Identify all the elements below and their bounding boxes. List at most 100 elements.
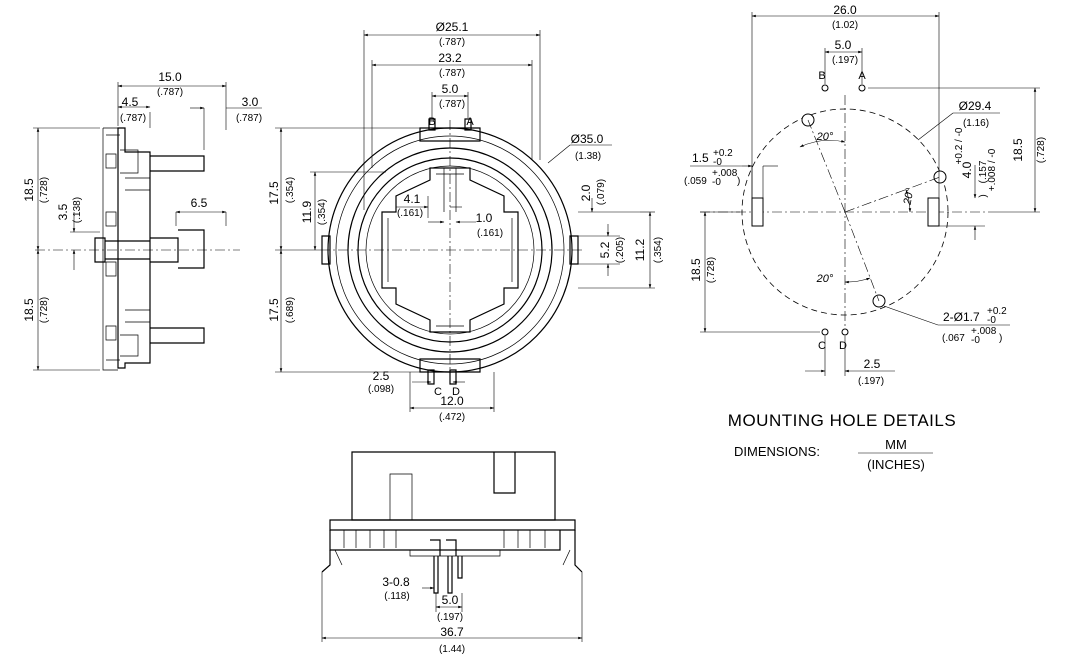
mounting-angle-bottom: 20° — [816, 273, 834, 285]
side-dim-upper-mm: 18.5 — [22, 178, 36, 202]
front-dim-52-in: (.205) — [615, 237, 626, 263]
mounting-dim-slot-close: ) — [978, 194, 989, 197]
legend-numerator: MM — [885, 437, 907, 452]
mounting-slot-right — [927, 197, 940, 227]
mounting-dim-right-in: (.728) — [1036, 137, 1047, 163]
bottom-dim-total-in: (1.44) — [439, 644, 465, 655]
side-view-shaft — [94, 229, 205, 269]
legend-denominator: (INCHES) — [867, 457, 925, 472]
mounting-dim-cd-in: (.197) — [858, 376, 884, 387]
front-dim-119-mm: 11.9 — [300, 200, 314, 223]
mounting-dim-right-mm: 18.5 — [1011, 138, 1025, 162]
front-dim-dia-in: (.787) — [439, 37, 465, 48]
bottom-dim-pitch-mm: 5.0 — [442, 593, 459, 607]
side-view: 15.0 (.787) 4.5 (.787) 3.0 (.787) 18.5 (… — [22, 70, 262, 371]
side-dim-shaft-mm: 6.5 — [191, 196, 208, 210]
front-dim-bottom-in: (.689) — [285, 297, 296, 323]
front-dim-outer-mm: Ø35.0 — [571, 132, 604, 146]
front-dim-41-in: (.161) — [397, 208, 423, 219]
side-dim-pin-offset-mm: 3.5 — [56, 203, 70, 220]
front-dim-inner-mm: 23.2 — [438, 51, 462, 65]
side-dim-lower-mm: 18.5 — [22, 298, 36, 322]
mounting-dim-slot-w-in: (.059 — [684, 176, 707, 187]
front-dim-52-mm: 5.2 — [598, 241, 612, 258]
front-pin-d: D — [452, 386, 460, 398]
mounting-pin-b: B — [818, 70, 825, 82]
mounting-dim-circle-in: (1.16) — [963, 118, 989, 129]
mounting-angle-top: 20° — [816, 131, 834, 143]
mounting-slot-left — [751, 197, 764, 227]
front-dim-41-mm: 4.1 — [404, 192, 421, 206]
mounting-dim-cd-mm: 2.5 — [864, 357, 881, 371]
front-dim-dia-mm: Ø25.1 — [436, 20, 469, 34]
front-dim-outer-in: (1.38) — [575, 151, 601, 162]
front-dim-ab-mm: 5.0 — [442, 82, 459, 96]
mounting-pin-c: C — [818, 340, 826, 352]
bottom-dim-pitch-in: (.197) — [437, 612, 463, 623]
front-dim-20-mm: 2.0 — [579, 184, 593, 201]
side-dim-upper-in: (.728) — [39, 177, 50, 203]
mounting-dim-hole-mm: 2-Ø1.7 — [943, 310, 980, 324]
front-pin-c: C — [434, 386, 442, 398]
side-view-body — [117, 127, 151, 369]
mounting-dim-slot-tol-mm: +0.2 / -0 — [954, 127, 965, 164]
legend-label: DIMENSIONS: — [734, 444, 820, 459]
mounting-dim-ab-mm: 5.0 — [835, 38, 852, 52]
bottom-view: 3-0.8 (.118) 5.0 (.197) 36.7 (1.44) — [321, 451, 583, 655]
mounting-dim-slot-w-tol-up: +0.2 — [713, 148, 733, 159]
side-dim-right-mm: 3.0 — [242, 95, 259, 109]
mounting-dim-slot-w-tol-dn: -0 — [713, 157, 722, 168]
front-dim-120-in: (.472) — [439, 412, 465, 423]
front-dim-inner-in: (.787) — [439, 68, 465, 79]
side-dim-right-in: (.787) — [236, 113, 262, 124]
front-dim-112-in: (.354) — [653, 237, 664, 263]
front-dim-25-mm: 2.5 — [373, 369, 390, 383]
side-dim-width-in: (.787) — [157, 87, 183, 98]
front-view: Ø25.1 (.787) 23.2 (.787) 5.0 (.787) B A … — [267, 20, 664, 423]
front-dim-top-in: (.354) — [285, 177, 296, 203]
mounting-dim-left-in: (.728) — [706, 257, 717, 283]
mounting-dim-circle-mm: Ø29.4 — [959, 99, 992, 113]
legend: MOUNTING HOLE DETAILS DIMENSIONS: MM (IN… — [728, 411, 956, 472]
side-dim-pin-offset-in: (.138) — [72, 197, 83, 223]
front-dim-bottom-mm: 17.5 — [267, 298, 281, 322]
mounting-dim-hole-tol-up: +0.2 — [987, 306, 1007, 317]
side-dim-left-mm: 4.5 — [122, 95, 139, 109]
mounting-dim-hole-tol-dn: -0 — [987, 315, 996, 326]
bottom-dim-pins-mm: 3-0.8 — [382, 575, 410, 589]
side-view-top-pin — [150, 155, 205, 172]
mounting-dim-slot-mm: 4.0 — [960, 161, 974, 178]
mounting-dim-hole-close: ) — [999, 333, 1002, 344]
mounting-dim-width-in: (1.02) — [832, 20, 858, 31]
bottom-dim-total-mm: 36.7 — [440, 625, 464, 639]
front-dim-ab-in: (.787) — [439, 99, 465, 110]
mounting-dim-hole-in: (.067 — [942, 333, 965, 344]
bottom-view-pins — [433, 556, 463, 594]
front-dim-119-in: (.354) — [317, 199, 328, 225]
mounting-dim-ab-in: (.197) — [832, 55, 858, 66]
mounting-dim-left-mm: 18.5 — [689, 258, 703, 282]
front-pin-a: A — [466, 116, 474, 128]
front-dim-25-in: (.098) — [368, 384, 394, 395]
mounting-hole-right — [933, 170, 947, 184]
mounting-pin-d: D — [839, 340, 847, 352]
mounting-dim-width-mm: 26.0 — [833, 3, 857, 17]
mounting-pin-a: A — [858, 70, 866, 82]
mounting-dim-slot-w-tol-in-up: +.008 — [712, 168, 738, 179]
mounting-dim-slot-w-tol-in-dn: -0 — [712, 177, 721, 188]
front-dim-10-in: (.161) — [477, 228, 503, 239]
bottom-view-body — [351, 451, 556, 521]
mounting-dim-slot-tol-in: +.008 / -0 — [987, 148, 998, 191]
front-dim-top-mm: 17.5 — [267, 181, 281, 205]
mounting-view: 20° 20° 20° 26.0 (1.02) 5.0 (.197) B A Ø… — [684, 3, 1047, 387]
side-dim-width-mm: 15.0 — [158, 70, 182, 84]
side-dim-left-in: (.787) — [120, 113, 146, 124]
front-pin-b: B — [428, 116, 435, 128]
mounting-dim-hole-tol-in-up: +.008 — [971, 326, 997, 337]
mounting-dim-slot-in: (.157 — [978, 160, 989, 183]
side-dim-lower-in: (.728) — [39, 297, 50, 323]
front-dim-10-mm: 1.0 — [476, 211, 493, 225]
front-dim-120-mm: 12.0 — [440, 394, 464, 408]
mounting-dim-slot-w-mm: 1.5 — [692, 151, 709, 165]
